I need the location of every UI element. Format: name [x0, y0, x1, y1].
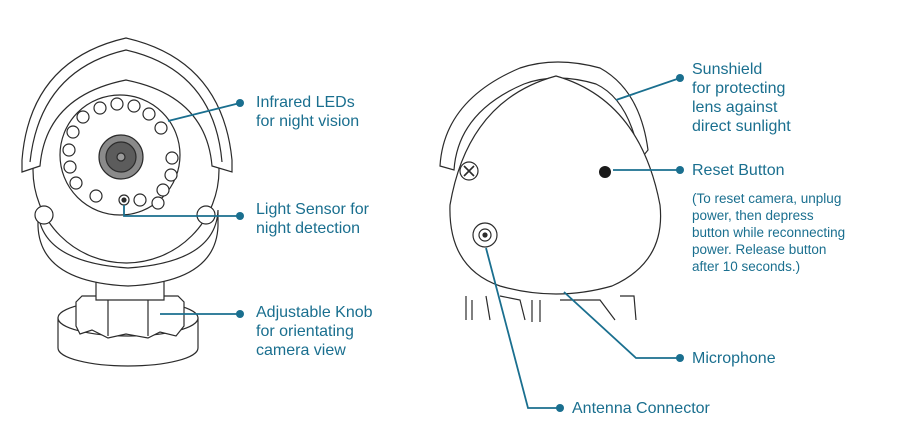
back-mount	[465, 295, 637, 322]
reset-note-line4: power. Release button	[692, 242, 827, 257]
label-light-sensor: Light Sensor for night detection	[256, 200, 369, 238]
label-sunshield: Sunshield for protecting lens against di…	[692, 60, 791, 136]
back-camera	[439, 61, 662, 322]
leader-antenna	[485, 247, 560, 409]
label-microphone: Microphone	[692, 349, 776, 368]
back-sunshield	[439, 61, 649, 171]
label-sunshield-line2: for protecting	[692, 80, 786, 97]
front-body-ring	[37, 209, 219, 287]
reset-button-dot	[599, 166, 611, 178]
reset-note-line3: button while reconnecting	[692, 225, 846, 240]
label-adjustable-knob: Adjustable Knob for orientating camera v…	[256, 303, 373, 360]
label-adjustable-knob-line2: for orientating	[256, 323, 354, 340]
back-body	[449, 75, 662, 295]
label-antenna-connector: Antenna Connector	[572, 399, 710, 418]
reset-note: (To reset camera, unplug power, then dep…	[692, 190, 845, 275]
label-infrared-leds-line1: Infrared LEDs	[256, 94, 355, 111]
label-sunshield-line4: direct sunlight	[692, 118, 791, 135]
leader-sunshield	[615, 77, 681, 101]
label-antenna-connector-text: Antenna Connector	[572, 400, 710, 417]
label-sunshield-line1: Sunshield	[692, 61, 763, 78]
label-microphone-text: Microphone	[692, 350, 776, 367]
label-sunshield-line3: lens against	[692, 99, 778, 116]
reset-note-line5: after 10 seconds.)	[692, 259, 801, 274]
reset-note-line2: power, then depress	[692, 208, 814, 223]
label-adjustable-knob-line3: camera view	[256, 342, 346, 359]
infrared-leds	[62, 97, 179, 210]
label-infrared-leds: Infrared LEDs for night vision	[256, 93, 359, 131]
front-camera	[21, 37, 233, 367]
label-light-sensor-line1: Light Sensor for	[256, 201, 369, 218]
leader-light-sensor	[123, 205, 240, 217]
label-adjustable-knob-line1: Adjustable Knob	[256, 304, 373, 321]
front-sunshield	[21, 37, 233, 173]
leader-dots	[236, 74, 684, 412]
leader-microphone	[563, 291, 680, 359]
leader-infrared	[167, 102, 241, 122]
lens-inner	[116, 152, 126, 162]
leader-lines	[123, 77, 681, 409]
label-infrared-leds-line2: for night vision	[256, 113, 360, 130]
reset-note-line1: (To reset camera, unplug	[692, 191, 842, 206]
label-reset-button: Reset Button	[692, 161, 785, 180]
label-light-sensor-line2: night detection	[256, 220, 361, 237]
label-reset-button-text: Reset Button	[692, 162, 785, 179]
adjustable-knob	[75, 295, 185, 339]
